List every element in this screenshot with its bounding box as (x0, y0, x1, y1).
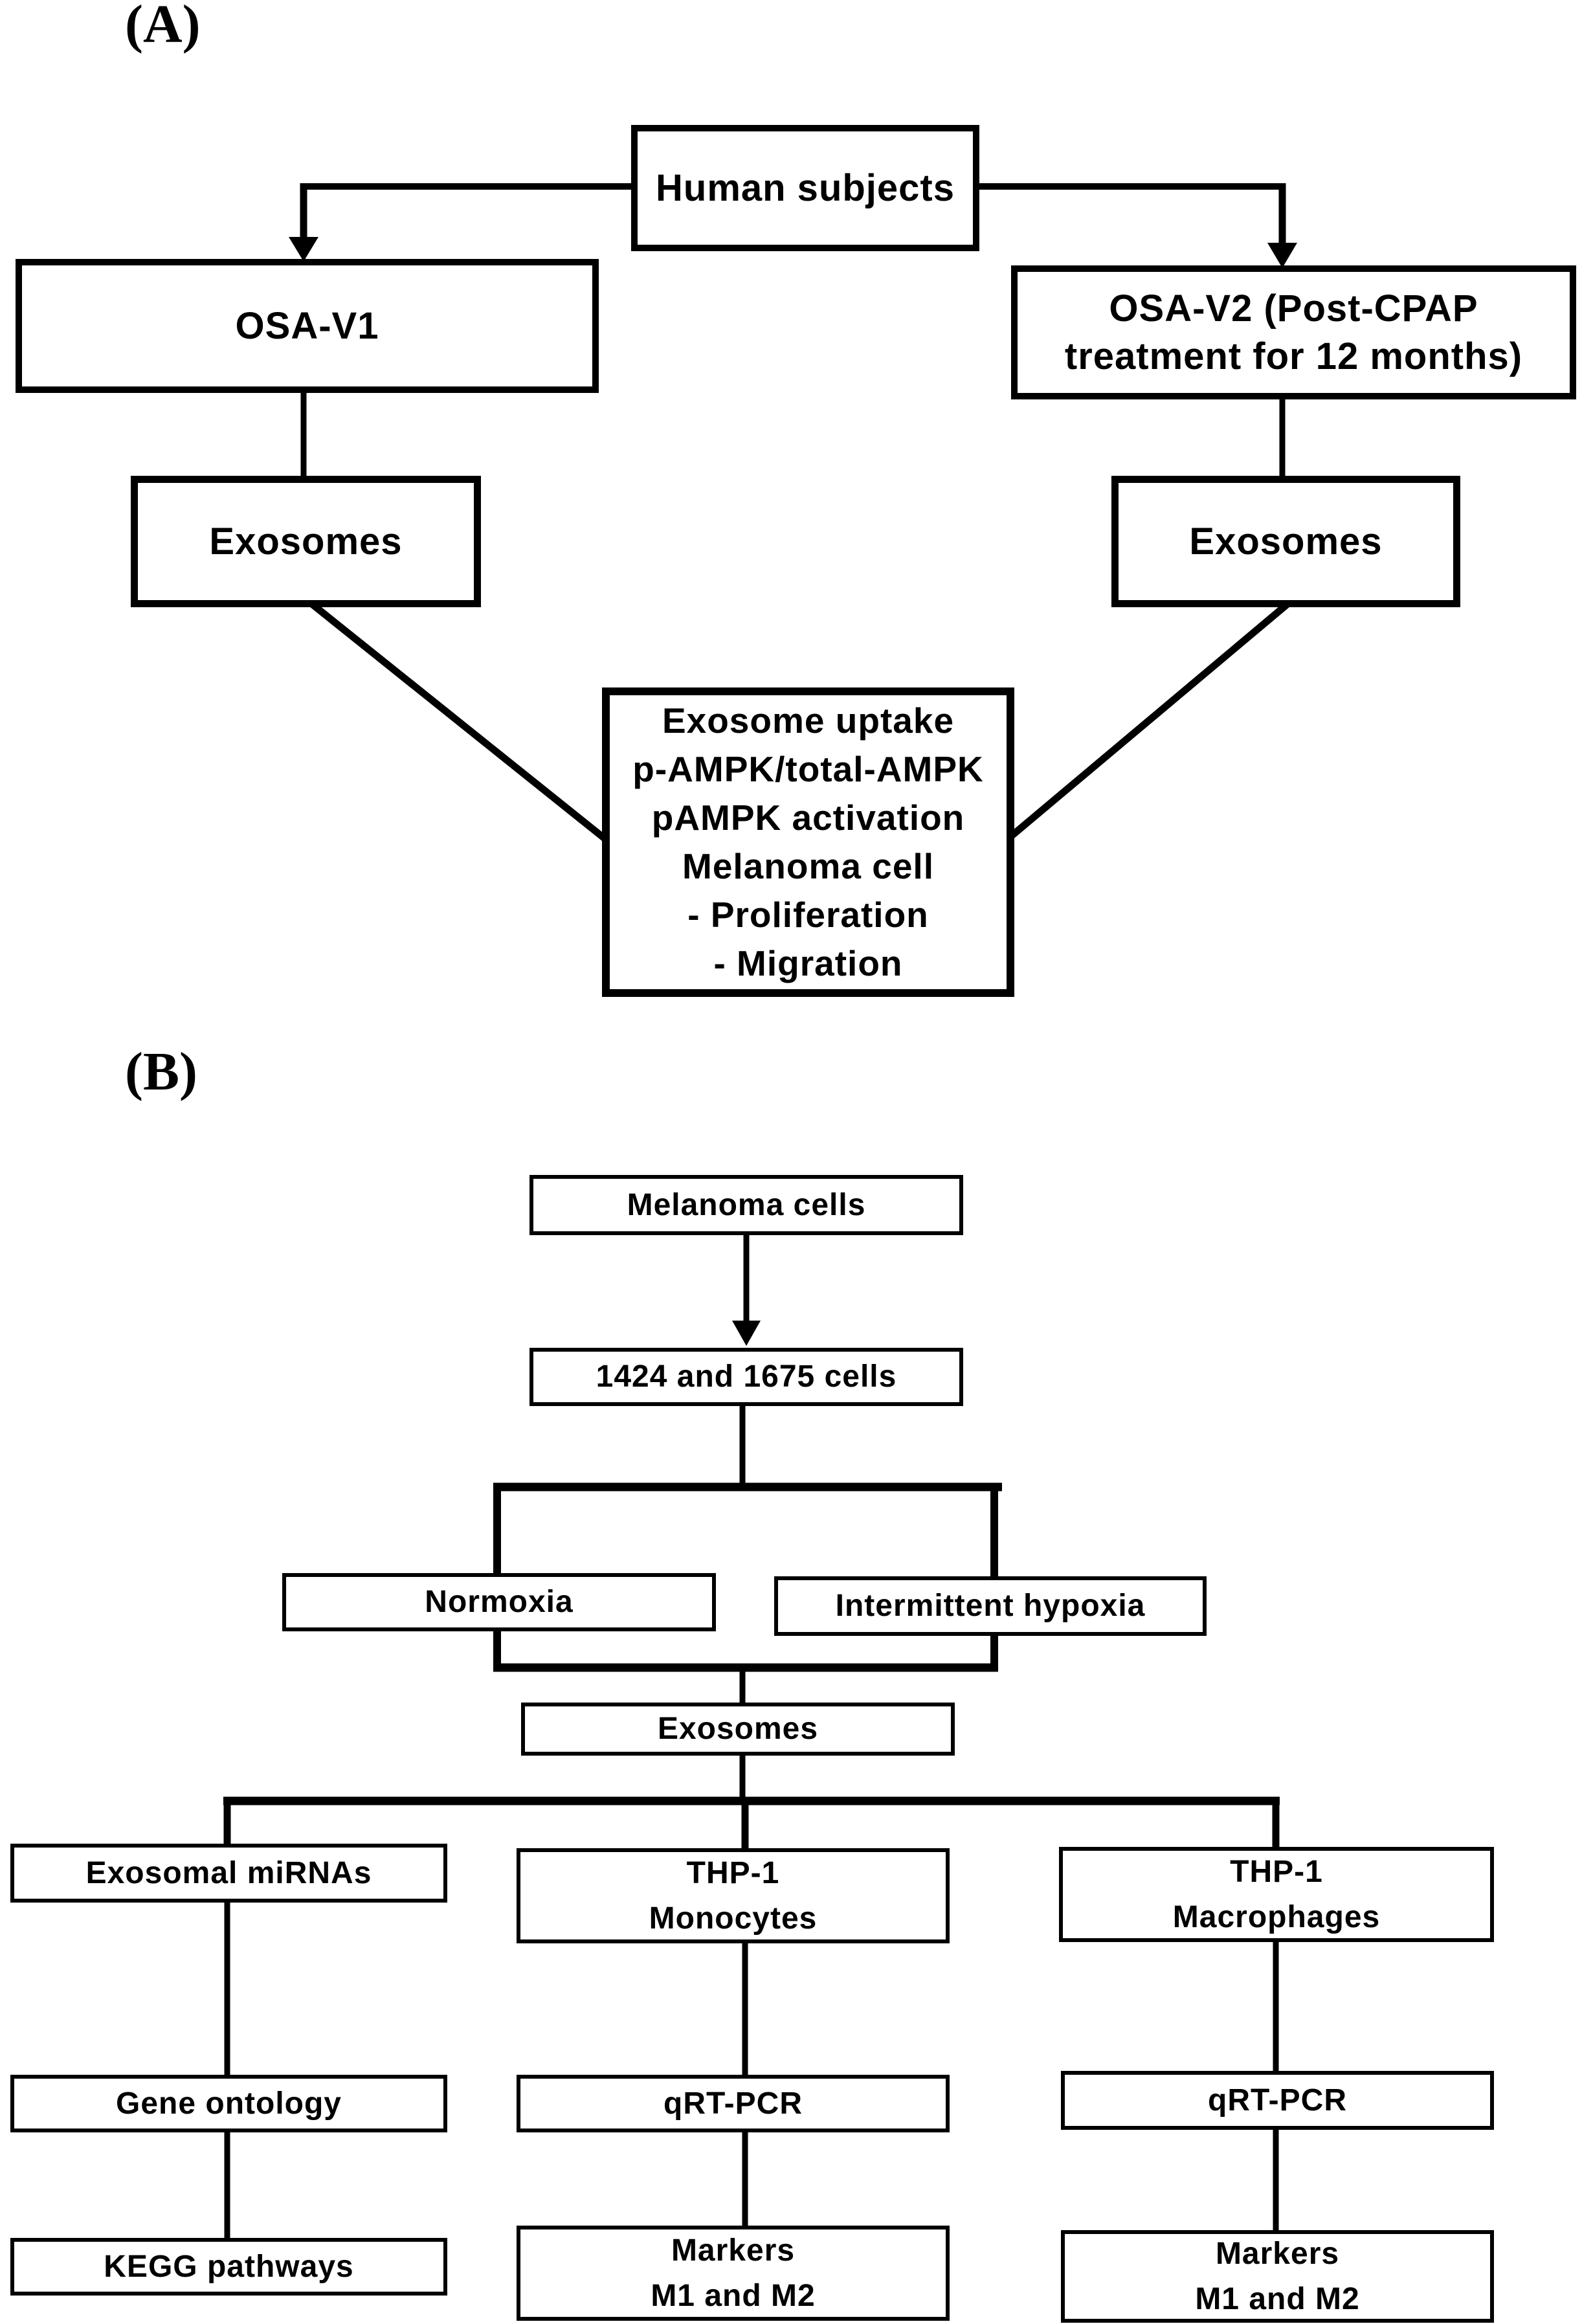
kegg-pathways-text: KEGG pathways (104, 2249, 354, 2284)
arrowhead-osa-v2 (1267, 243, 1297, 268)
human-subjects-text: Human subjects (656, 166, 955, 209)
osa-v2-text-line1: OSA-V2 (Post-CPAP (1109, 287, 1478, 330)
melanoma-cells-box: Melanoma cells (529, 1175, 963, 1235)
diagonal-right-to-outcome (1005, 601, 1289, 842)
thp1-monocytes-line2: Monocytes (649, 1901, 818, 1936)
normoxia-box: Normoxia (282, 1573, 716, 1631)
markers-macrophages-box: Markers M1 and M2 (1061, 2230, 1494, 2323)
kegg-pathways-box: KEGG pathways (10, 2238, 447, 2296)
cells-1424-1675-text: 1424 and 1675 cells (596, 1359, 897, 1394)
outcome-line-3: pAMPK activation (651, 798, 965, 838)
qrt-pcr-monocytes-box: qRT-PCR (517, 2075, 950, 2132)
osa-v2-box: OSA-V2 (Post-CPAP treatment for 12 month… (1011, 265, 1576, 399)
markers-macrophages-line2: M1 and M2 (1195, 2281, 1360, 2316)
qrt-pcr-macrophages-text: qRT-PCR (1208, 2083, 1347, 2117)
arrowhead-osa-v1 (289, 237, 318, 262)
markers-monocytes-box: Markers M1 and M2 (517, 2226, 950, 2321)
panel-a-label: (A) (125, 0, 201, 54)
exosomes-left-box: Exosomes (131, 476, 481, 607)
outcome-line-5: - Proliferation (687, 895, 929, 935)
outcome-line-1: Exosome uptake (662, 700, 955, 741)
markers-monocytes-line2: M1 and M2 (651, 2278, 816, 2313)
normoxia-text: Normoxia (425, 1585, 574, 1619)
osa-v2-text-line2: treatment for 12 months) (1064, 335, 1523, 377)
markers-monocytes-line1: Markers (671, 2233, 796, 2268)
qrt-pcr-macrophages-box: qRT-PCR (1061, 2071, 1494, 2130)
exosomes-right-box: Exosomes (1111, 476, 1460, 607)
thp1-macrophages-line1: THP-1 (1230, 1854, 1323, 1889)
outcome-line-6: - Migration (713, 943, 903, 983)
qrt-pcr-monocytes-text: qRT-PCR (663, 2086, 803, 2121)
exosomal-mirnas-text: Exosomal miRNAs (85, 1855, 372, 1890)
intermittent-hypoxia-box: Intermittent hypoxia (774, 1576, 1207, 1636)
intermittent-hypoxia-text: Intermittent hypoxia (835, 1589, 1146, 1623)
thp1-macrophages-box: THP-1 Macrophages (1059, 1847, 1494, 1942)
osa-v1-box: OSA-V1 (16, 259, 599, 393)
exosomes-left-text: Exosomes (209, 520, 403, 563)
gene-ontology-box: Gene ontology (10, 2075, 447, 2132)
panel-b-label: (B) (125, 1042, 197, 1102)
exosomes-b-box: Exosomes (521, 1703, 955, 1756)
thp1-monocytes-box: THP-1 Monocytes (517, 1848, 950, 1943)
thp1-monocytes-line1: THP-1 (686, 1855, 780, 1890)
arrowhead-1424-cells (732, 1321, 761, 1346)
gene-ontology-text: Gene ontology (116, 2086, 342, 2121)
human-subjects-box: Human subjects (631, 125, 979, 251)
outcome-line-2: p-AMPK/total-AMPK (632, 749, 984, 789)
outcome-line-4: Melanoma cell (682, 846, 934, 886)
diagonal-left-to-outcome (310, 601, 611, 845)
cells-1424-1675-box: 1424 and 1675 cells (529, 1348, 963, 1406)
exosomes-right-text: Exosomes (1189, 520, 1383, 563)
markers-macrophages-line1: Markers (1215, 2236, 1340, 2271)
exosomes-b-text: Exosomes (657, 1712, 819, 1746)
osa-v1-text: OSA-V1 (235, 304, 379, 347)
exosomal-mirnas-box: Exosomal miRNAs (10, 1844, 447, 1903)
melanoma-cells-text: Melanoma cells (627, 1187, 866, 1222)
outcome-box: Exosome uptake p-AMPK/total-AMPK pAMPK a… (602, 687, 1014, 997)
thp1-macrophages-line2: Macrophages (1172, 1899, 1381, 1934)
